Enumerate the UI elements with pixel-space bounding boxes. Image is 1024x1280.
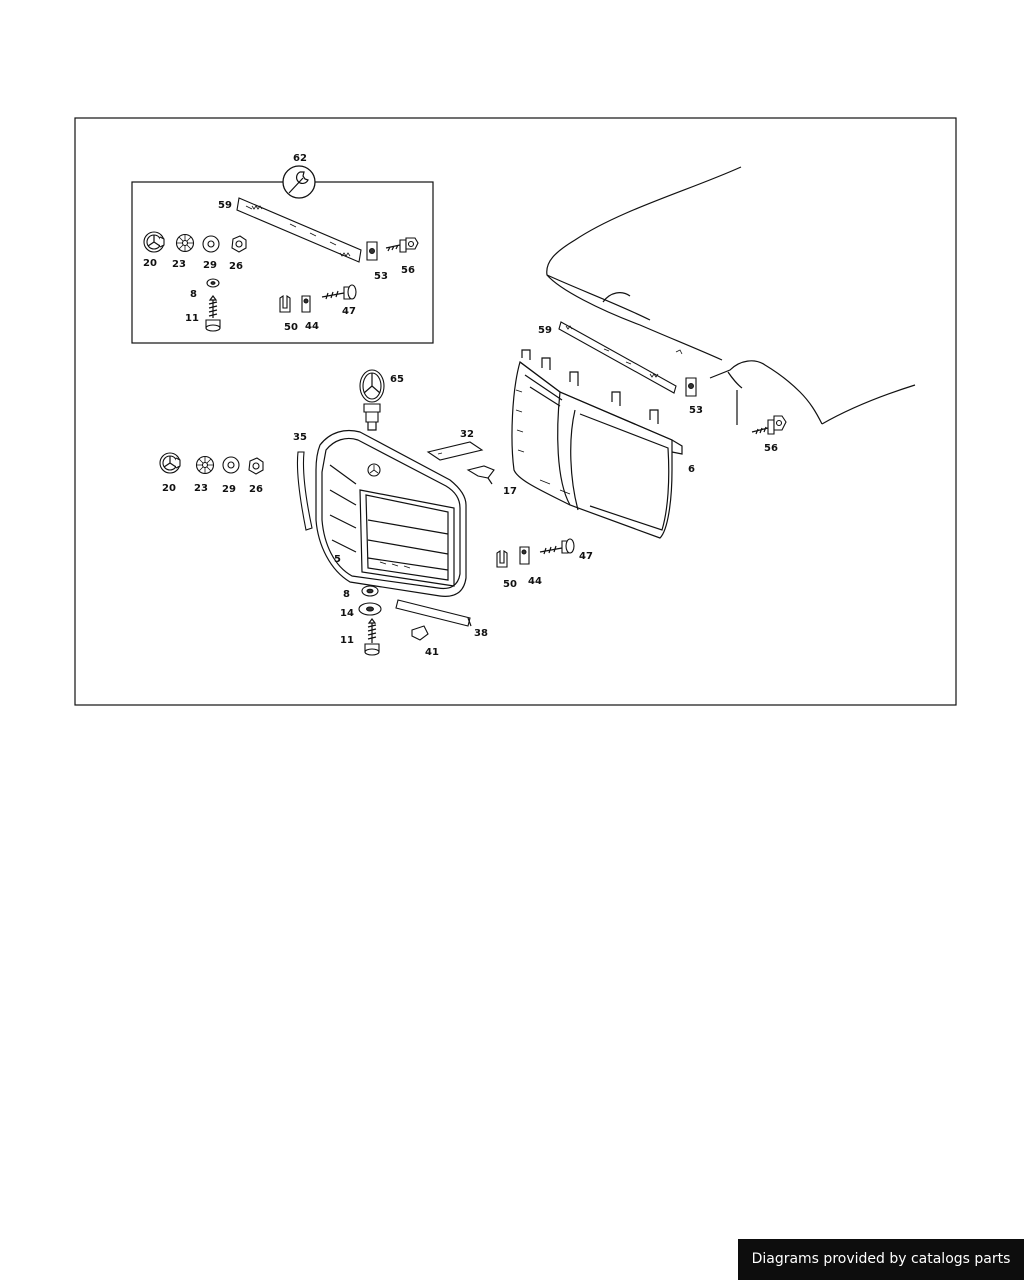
kit-star-emblem-part (143, 231, 165, 253)
radiator-grille-part (315, 429, 467, 597)
diagram-frame (74, 117, 957, 706)
star-ring-part (195, 455, 215, 475)
kit-screw-large-part (385, 237, 419, 253)
callout-6: 6 (688, 464, 695, 475)
callout-kit-44: 44 (305, 321, 319, 332)
hood-outline (546, 166, 916, 425)
clip-41-part (411, 625, 429, 641)
kit-washer-part (202, 235, 220, 253)
nut-26-part (248, 457, 264, 475)
callout-35: 35 (293, 432, 307, 443)
kit-clip-44-part (301, 295, 311, 313)
callout-41: 41 (425, 647, 439, 658)
callout-5: 5 (334, 554, 341, 565)
screw-47-part (539, 538, 575, 555)
callout-38: 38 (474, 628, 488, 639)
callout-kit-50: 50 (284, 322, 298, 333)
callout-kit-59: 59 (218, 200, 232, 211)
callout-8: 8 (343, 589, 350, 600)
callout-kit-26: 26 (229, 261, 243, 272)
callout-17: 17 (503, 486, 517, 497)
callout-frame-59: 59 (538, 325, 552, 336)
callout-kit-53: 53 (374, 271, 388, 282)
washer-8-part (361, 585, 379, 597)
kit-strip-part (236, 197, 362, 263)
washer-29-part (222, 456, 240, 474)
credit-banner: Diagrams provided by catalogs parts (738, 1239, 1024, 1280)
screw-11-part (364, 618, 380, 656)
callout-kit-23: 23 (172, 259, 186, 270)
kit-screw-11-part (205, 295, 221, 332)
callout-kit-20: 20 (143, 258, 157, 269)
clip-17-part (466, 465, 495, 485)
callout-47: 47 (579, 551, 593, 562)
star-emblem-part (159, 452, 181, 474)
kit-nut-part (231, 235, 247, 253)
callout-29: 29 (222, 484, 236, 495)
frame-strip-part (558, 321, 677, 394)
frame-screw-part (751, 415, 787, 435)
callout-62: 62 (293, 153, 307, 164)
repair-kit-inset: 62 59 53 56 20 (131, 153, 434, 344)
callout-frame-53: 53 (689, 405, 703, 416)
bracket-32-part (426, 441, 484, 461)
wrench-icon (282, 165, 316, 199)
hood-star-emblem-part (359, 369, 385, 431)
callout-32: 32 (460, 429, 474, 440)
callout-20: 20 (162, 483, 176, 494)
clip-50-part (496, 549, 508, 568)
kit-screw-47-part (321, 284, 357, 300)
callout-44: 44 (528, 576, 542, 587)
callout-65: 65 (390, 374, 404, 385)
washer-14-part (358, 602, 382, 616)
callout-23: 23 (194, 483, 208, 494)
kit-star-ring-part (175, 233, 195, 253)
callout-11: 11 (340, 635, 354, 646)
trim-strip-part (395, 599, 472, 627)
kit-clip-50-part (279, 294, 291, 313)
frame-clip-nut-part (685, 377, 697, 397)
kit-washer-8-part (206, 278, 220, 288)
callout-frame-56: 56 (764, 443, 778, 454)
kit-clip-nut-part (366, 241, 378, 261)
callout-kit-56: 56 (401, 265, 415, 276)
callout-kit-47: 47 (342, 306, 356, 317)
callout-kit-8: 8 (190, 289, 197, 300)
callout-14: 14 (340, 608, 354, 619)
callout-50: 50 (503, 579, 517, 590)
callout-26: 26 (249, 484, 263, 495)
callout-kit-29: 29 (203, 260, 217, 271)
callout-kit-11: 11 (185, 313, 199, 324)
grille-frame-part (511, 349, 683, 539)
clip-44-part (519, 546, 530, 565)
seal-strip-part (296, 451, 313, 531)
